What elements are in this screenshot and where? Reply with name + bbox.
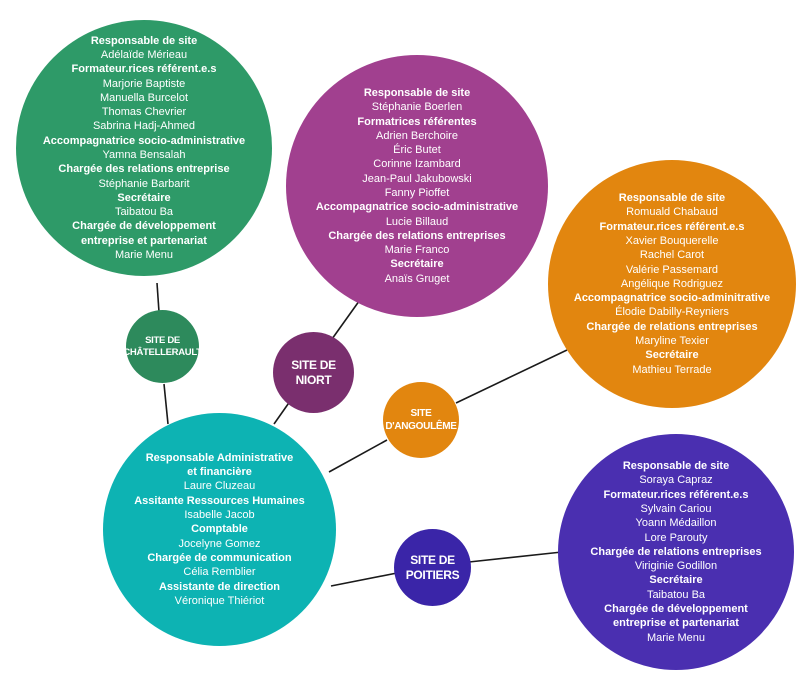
person-name: Taibatou Ba (114, 206, 174, 219)
person-name: Romuald Chabaud (626, 206, 718, 219)
role-title: Chargée de développement (72, 220, 216, 233)
person-name: Yoann Médaillon (635, 517, 717, 530)
role-title: Formatrices référentes (357, 115, 477, 128)
role-title: Secrétaire (645, 349, 699, 362)
role-title: entreprise et partenariat (613, 617, 739, 630)
person-name: Lucie Billaud (385, 215, 449, 228)
role-title: Responsable de site (622, 460, 730, 473)
person-name: Sylvain Cariou (640, 502, 712, 515)
person-name: Manuella Burcelot (99, 91, 189, 104)
person-name: Marie Menu (114, 249, 174, 262)
site-node-angouleme-line2: D'ANGOULÊME (385, 421, 457, 432)
site-node-angouleme-line1: SITE (410, 408, 432, 419)
link-poitiers-hq (330, 572, 398, 587)
person-name: Marie Franco (384, 244, 450, 257)
role-title: Responsable de site (618, 192, 726, 205)
person-name: Marjorie Baptiste (102, 77, 186, 90)
role-title: Responsable Administrative (145, 451, 294, 464)
person-name: Jean-Paul Jakubowski (362, 172, 472, 185)
person-name: Yamna Bensalah (102, 149, 186, 161)
role-title: Chargée de communication (147, 551, 292, 564)
role-title: Chargée des relations entreprises (328, 229, 506, 242)
person-name: Soraya Capraz (639, 474, 713, 487)
role-title: Formateur.rices référent.e.s (599, 220, 745, 233)
site-node-niort-line1: SITE DE (291, 357, 336, 372)
site-node-angouleme: SITE D'ANGOULÊME (383, 382, 459, 458)
site-node-poitiers-line1: SITE DE (410, 552, 455, 567)
person-name: Adrien Berchoire (376, 129, 458, 142)
person-name: Maryline Texier (635, 335, 709, 348)
site-node-chatellerault: SITE DE CHÂTELLERAULT (123, 310, 202, 383)
site-node-niort: SITE DE NIORT (273, 332, 354, 413)
role-title: Chargée de relations entreprises (586, 320, 758, 333)
role-title: Chargée de relations entreprises (590, 545, 762, 558)
role-title: Formateur.rices référent.e.s (603, 488, 749, 501)
role-title: Responsable de site (90, 34, 198, 47)
person-name: Mathieu Terrade (632, 363, 712, 376)
person-name: Stéphanie Barbarit (98, 177, 190, 190)
role-title: Accompagnatrice socio-administrative (315, 201, 519, 214)
role-title: Assistante de direction (158, 580, 281, 593)
link-angouleme-circle (455, 349, 568, 404)
site-node-chatellerault-line1: SITE DE (145, 334, 180, 346)
person-name: Lore Parouty (644, 531, 708, 544)
person-name: Sabrina Hadj-Ahmed (92, 120, 196, 133)
person-name: Élodie Dabilly-Reyniers (615, 306, 729, 319)
role-title: Assitante Ressources Humaines (134, 494, 305, 507)
link-poitiers-circle (468, 551, 563, 563)
person-name: Taibatou Ba (646, 588, 706, 601)
role-title: Comptable (191, 523, 248, 536)
person-name: Adélaïde Mérieau (100, 48, 188, 61)
person-name: Valérie Passemard (625, 263, 719, 276)
person-name: Anaïs Gruget (384, 272, 450, 285)
person-name: Thomas Chevrier (101, 106, 187, 119)
role-title: entreprise et partenariat (81, 234, 207, 247)
person-name: Stéphanie Boerlen (371, 101, 463, 114)
person-name: Rachel Carot (639, 249, 705, 262)
role-title: Responsable de site (363, 86, 471, 99)
site-node-niort-line2: NIORT (295, 372, 332, 387)
person-name: Angélique Rodriguez (620, 277, 724, 290)
role-title: Secrétaire (117, 191, 171, 204)
site-node-poitiers-line2: POITIERS (405, 567, 460, 582)
person-name: Marie Menu (646, 631, 706, 644)
person-name: Jocelyne Gomez (178, 537, 261, 550)
link-chatellerault-circle (156, 282, 160, 313)
person-name: Corinne Izambard (373, 158, 461, 171)
role-title: Accompagnatrice socio-adminitrative (573, 292, 771, 305)
role-title: Accompagnatrice socio-administrative (42, 134, 246, 147)
role-title: Secrétaire (649, 574, 703, 587)
role-title: Secrétaire (390, 258, 444, 271)
person-name: Fanny Pioffet (384, 187, 450, 199)
site-node-chatellerault-line2: CHÂTELLERAULT (123, 346, 202, 358)
person-name: Éric Butet (393, 144, 441, 157)
link-niort-circle (331, 296, 363, 340)
person-name: Isabelle Jacob (184, 509, 255, 522)
site-node-poitiers: SITE DE POITIERS (394, 529, 471, 606)
person-name: Laure Cluzeau (183, 480, 256, 493)
role-title: Formateur.rices référent.e.s (71, 63, 217, 76)
link-angouleme-hq (328, 439, 388, 473)
person-name: Xavier Bouquerelle (625, 234, 719, 247)
person-name: Célia Remblier (183, 566, 256, 579)
person-name: Véronique Thiériot (174, 594, 265, 607)
role-title: et financière (187, 466, 252, 479)
link-chatellerault-hq (163, 383, 169, 425)
role-title: Chargée des relations entreprise (58, 163, 230, 176)
role-title: Chargée de développement (604, 603, 748, 616)
person-name: Viriginie Godillon (634, 560, 718, 573)
